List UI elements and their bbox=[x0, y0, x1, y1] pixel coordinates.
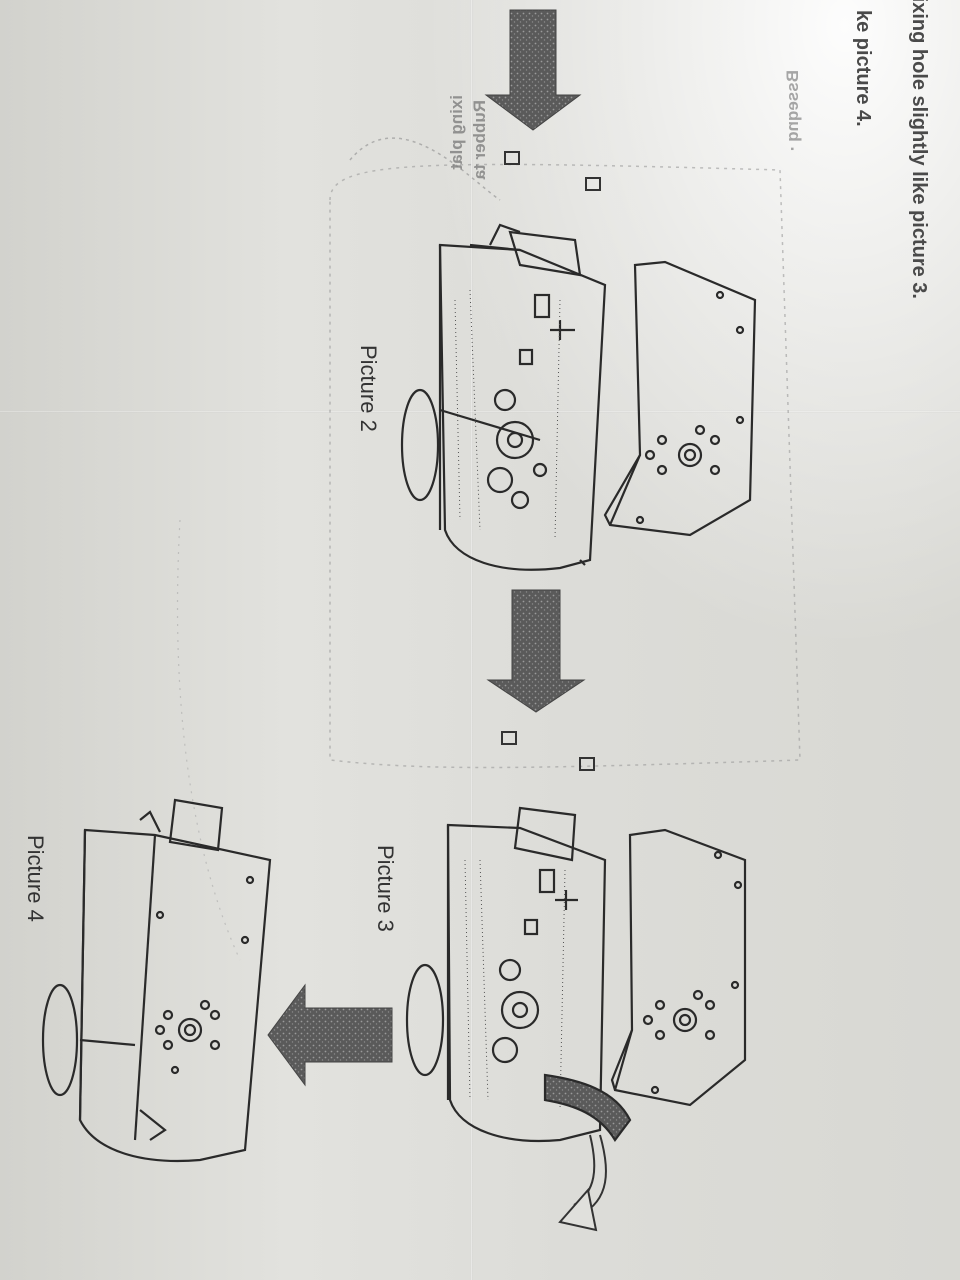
figure-caption: Picture 4 bbox=[23, 835, 48, 922]
picture-2-drawing bbox=[400, 223, 757, 571]
left-arrow-icon bbox=[267, 983, 393, 1087]
paper-fold-vertical bbox=[470, 0, 473, 1280]
rivet-icon bbox=[504, 151, 601, 191]
figure-caption: Picture 3 bbox=[373, 845, 398, 932]
rivet-icon bbox=[501, 731, 595, 771]
curved-arrow-icon bbox=[558, 1134, 607, 1232]
paper-fold-horizontal bbox=[0, 410, 960, 413]
down-arrow-icon bbox=[486, 589, 586, 713]
figure-caption: Picture 2 bbox=[356, 345, 381, 432]
picture-3-drawing bbox=[405, 806, 747, 1142]
picture-4-drawing bbox=[41, 798, 272, 1162]
down-arrow-icon bbox=[484, 9, 582, 131]
